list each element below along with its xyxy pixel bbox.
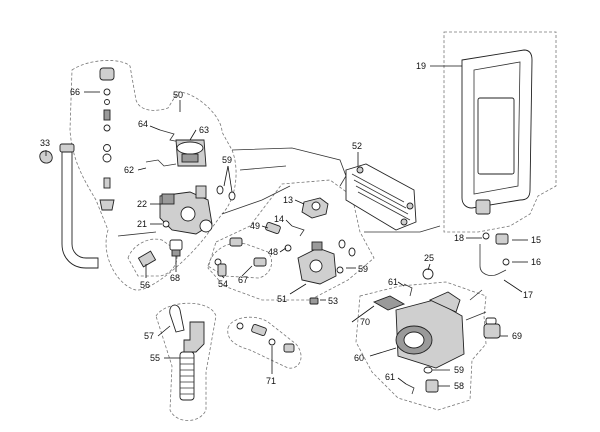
hose-15 bbox=[495, 233, 509, 245]
diverter-valve-body-22 bbox=[159, 185, 213, 235]
callout-59-upper: 59 bbox=[222, 155, 232, 165]
callout-48: 48 bbox=[268, 247, 278, 257]
callout-57: 57 bbox=[144, 331, 154, 341]
valve-69 bbox=[483, 317, 501, 339]
callout-71: 71 bbox=[266, 376, 276, 386]
o-ring-21 bbox=[162, 220, 170, 228]
o-ring-59-mid-a bbox=[338, 239, 346, 249]
group-boundary-expansion-vessel bbox=[443, 31, 557, 233]
pipe-17 bbox=[479, 244, 507, 276]
fitting-68 bbox=[169, 239, 183, 257]
drain-pipe-55 bbox=[179, 351, 195, 401]
o-ring-59-mid-b bbox=[348, 247, 356, 257]
fitting-kit-67 bbox=[214, 237, 267, 267]
callout-50: 50 bbox=[173, 90, 183, 100]
callout-25: 25 bbox=[424, 253, 434, 263]
fittings-kit-71 bbox=[236, 322, 295, 353]
bypass-pipe bbox=[61, 149, 99, 269]
callout-14: 14 bbox=[274, 214, 284, 224]
chassis-frame-outline bbox=[117, 147, 441, 237]
callout-49: 49 bbox=[250, 221, 260, 231]
drain-elbow bbox=[183, 321, 205, 353]
callout-21: 21 bbox=[137, 219, 147, 229]
o-ring-48 bbox=[284, 244, 292, 252]
callout-56: 56 bbox=[140, 280, 150, 290]
connector-13 bbox=[301, 197, 329, 219]
callout-15: 15 bbox=[531, 235, 541, 245]
clip-61-lower bbox=[405, 383, 415, 395]
callout-17: 17 bbox=[523, 290, 533, 300]
o-ring-59-lower bbox=[423, 366, 433, 374]
fitting-49 bbox=[265, 221, 281, 235]
group-boundary-connector-kit bbox=[207, 242, 272, 279]
o-ring-16 bbox=[502, 258, 510, 266]
washer-25 bbox=[422, 268, 434, 280]
callout-59-lower: 59 bbox=[454, 365, 464, 375]
o-ring-59-mid-c bbox=[336, 266, 344, 274]
callout-62: 62 bbox=[124, 165, 134, 175]
callout-54: 54 bbox=[218, 279, 228, 289]
callout-69: 69 bbox=[512, 331, 522, 341]
leader-lines bbox=[45, 65, 528, 387]
callout-60: 60 bbox=[354, 353, 364, 363]
hydraulic-block-51 bbox=[297, 241, 337, 285]
pump-body-60 bbox=[395, 291, 465, 369]
callout-64: 64 bbox=[138, 119, 148, 129]
callout-70: 70 bbox=[360, 317, 370, 327]
plate-heat-exchanger-52 bbox=[345, 163, 417, 231]
plug-54 bbox=[217, 263, 227, 277]
plug-58 bbox=[425, 379, 439, 393]
callout-66: 66 bbox=[70, 87, 80, 97]
callout-67: 67 bbox=[238, 275, 248, 285]
callout-58: 58 bbox=[454, 381, 464, 391]
sensor-70 bbox=[372, 295, 406, 311]
drain-clip-57 bbox=[169, 304, 185, 333]
pump-cable bbox=[465, 289, 487, 321]
callout-68: 68 bbox=[170, 273, 180, 283]
motor-head-63 bbox=[175, 139, 207, 167]
callout-61-upper: 61 bbox=[388, 277, 398, 287]
callout-22: 22 bbox=[137, 199, 147, 209]
callout-53: 53 bbox=[328, 296, 338, 306]
callout-52: 52 bbox=[352, 141, 362, 151]
expansion-vessel-19 bbox=[461, 49, 533, 215]
clip-14 bbox=[291, 225, 305, 237]
clip-62 bbox=[145, 159, 177, 167]
bypass-pipe-end bbox=[59, 143, 75, 153]
o-ring-59-upper-b bbox=[228, 191, 236, 201]
group-boundary-pump bbox=[355, 281, 487, 411]
valve-cartridge-stack bbox=[99, 67, 115, 211]
filling-valve-56 bbox=[137, 250, 157, 268]
callout-18: 18 bbox=[454, 233, 464, 243]
callout-16: 16 bbox=[531, 257, 541, 267]
callout-55: 55 bbox=[150, 353, 160, 363]
callout-59-mid: 59 bbox=[358, 264, 368, 274]
clip-33 bbox=[39, 150, 53, 164]
spring-clip-64 bbox=[159, 129, 181, 143]
callout-33: 33 bbox=[40, 138, 50, 148]
washer-18 bbox=[482, 232, 490, 240]
callout-61-lower: 61 bbox=[385, 372, 395, 382]
screw-53 bbox=[309, 297, 319, 305]
callout-13: 13 bbox=[283, 195, 293, 205]
callout-19: 19 bbox=[416, 61, 426, 71]
callout-51: 51 bbox=[277, 294, 287, 304]
o-ring-59-upper-a bbox=[216, 185, 224, 195]
group-boundary-hydraulic-block bbox=[207, 179, 375, 301]
callout-63: 63 bbox=[199, 125, 209, 135]
clip-61-upper bbox=[403, 283, 413, 297]
